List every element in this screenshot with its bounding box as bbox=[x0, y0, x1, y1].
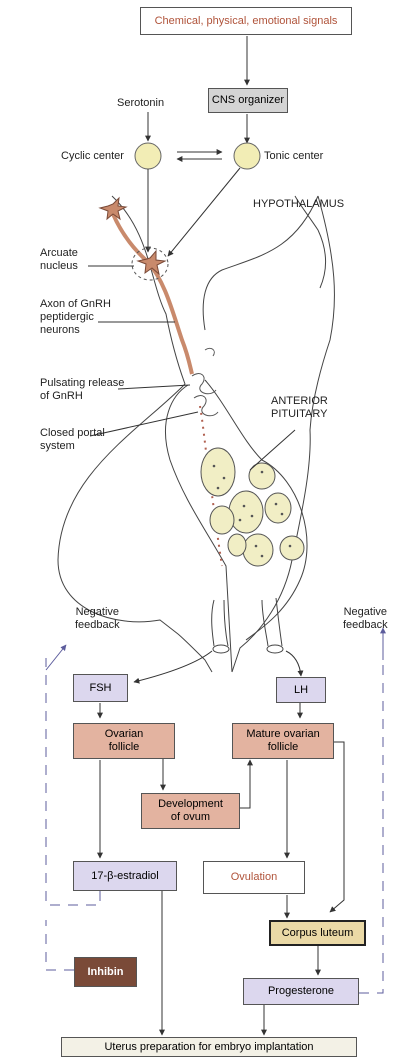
arrow-mature-to-corpus bbox=[330, 742, 344, 912]
axon-line-2: peptidergic bbox=[40, 311, 111, 324]
feedback-left-line-1: Negative bbox=[75, 606, 120, 619]
mature-ovarian-follicle-box: Mature ovarian follicle bbox=[232, 723, 334, 759]
feedback-right-line-1: Negative bbox=[343, 606, 388, 619]
hypothalamus-label: HYPOTHALAMUS bbox=[253, 198, 344, 211]
pituitary-line-1: ANTERIOR bbox=[271, 395, 328, 408]
stem-end-right bbox=[267, 645, 283, 653]
signals-box: Chemical, physical, emotional signals bbox=[140, 7, 352, 35]
leader-pituitary bbox=[250, 430, 295, 470]
axon-label: Axon of GnRH peptidergic neurons bbox=[40, 298, 111, 338]
ovarian-line-2: follicle bbox=[109, 741, 140, 754]
feedback-right-line-2: feedback bbox=[343, 619, 388, 632]
negative-feedback-left-label: Negative feedback bbox=[75, 606, 120, 632]
feedback-inhibin-path bbox=[46, 920, 74, 970]
gnrh-axon bbox=[113, 214, 192, 374]
ovulation-box: Ovulation bbox=[203, 861, 305, 894]
arcuate-line-2: nucleus bbox=[40, 260, 78, 273]
arcuate-line-1: Arcuate bbox=[40, 247, 78, 260]
arrow-pituitary-to-lh bbox=[286, 651, 301, 676]
ovarian-line-1: Ovarian bbox=[105, 728, 144, 741]
leader-pulsating bbox=[118, 385, 190, 389]
pituitary-line-2: PITUITARY bbox=[271, 408, 328, 421]
pulsating-line-1: Pulsating release bbox=[40, 377, 124, 390]
stem-end-left bbox=[213, 645, 229, 653]
arrow-tonic-to-arcuate bbox=[168, 168, 240, 256]
negative-feedback-right-label: Negative feedback bbox=[343, 606, 388, 632]
development-ovum-box: Development of ovum bbox=[141, 793, 240, 829]
fsh-box: FSH bbox=[73, 674, 128, 702]
feedback-left-line-2: feedback bbox=[75, 619, 120, 632]
uterus-box: Uterus preparation for embryo implantati… bbox=[61, 1037, 357, 1057]
lh-box: LH bbox=[276, 677, 326, 703]
arrow-development-to-mature bbox=[240, 760, 250, 808]
pituitary-cells bbox=[201, 448, 304, 566]
portal-loops bbox=[192, 348, 218, 415]
cns-organizer-box: CNS organizer bbox=[208, 88, 288, 113]
closed-portal-label: Closed portal system bbox=[40, 427, 105, 453]
estradiol-box: 17-β-estradiol bbox=[73, 861, 177, 891]
arcuate-nucleus-label: Arcuate nucleus bbox=[40, 247, 78, 273]
pulsating-release-label: Pulsating release of GnRH bbox=[40, 377, 124, 403]
mature-line-2: follicle bbox=[268, 741, 299, 754]
development-line-2: of ovum bbox=[171, 811, 210, 824]
serotonin-label: Serotonin bbox=[117, 97, 164, 110]
tonic-center-label: Tonic center bbox=[264, 150, 323, 163]
leader-portal bbox=[90, 412, 198, 436]
portal-line-2: system bbox=[40, 440, 105, 453]
ovarian-follicle-box: Ovarian follicle bbox=[73, 723, 175, 759]
anterior-pituitary-label: ANTERIOR PITUITARY bbox=[271, 395, 328, 421]
mature-line-1: Mature ovarian bbox=[246, 728, 319, 741]
axon-line-3: neurons bbox=[40, 324, 111, 337]
tonic-center-circle bbox=[234, 143, 260, 169]
cyclic-center-circle bbox=[135, 143, 161, 169]
axon-line-1: Axon of GnRH bbox=[40, 298, 111, 311]
progesterone-box: Progesterone bbox=[243, 978, 359, 1005]
development-line-1: Development bbox=[158, 798, 223, 811]
corpus-luteum-box: Corpus luteum bbox=[269, 920, 366, 946]
inhibin-box: Inhibin bbox=[74, 957, 137, 987]
pulsating-line-2: of GnRH bbox=[40, 390, 124, 403]
feedback-left-arrow bbox=[46, 645, 66, 670]
portal-line-1: Closed portal bbox=[40, 427, 105, 440]
cyclic-center-label: Cyclic center bbox=[61, 150, 124, 163]
